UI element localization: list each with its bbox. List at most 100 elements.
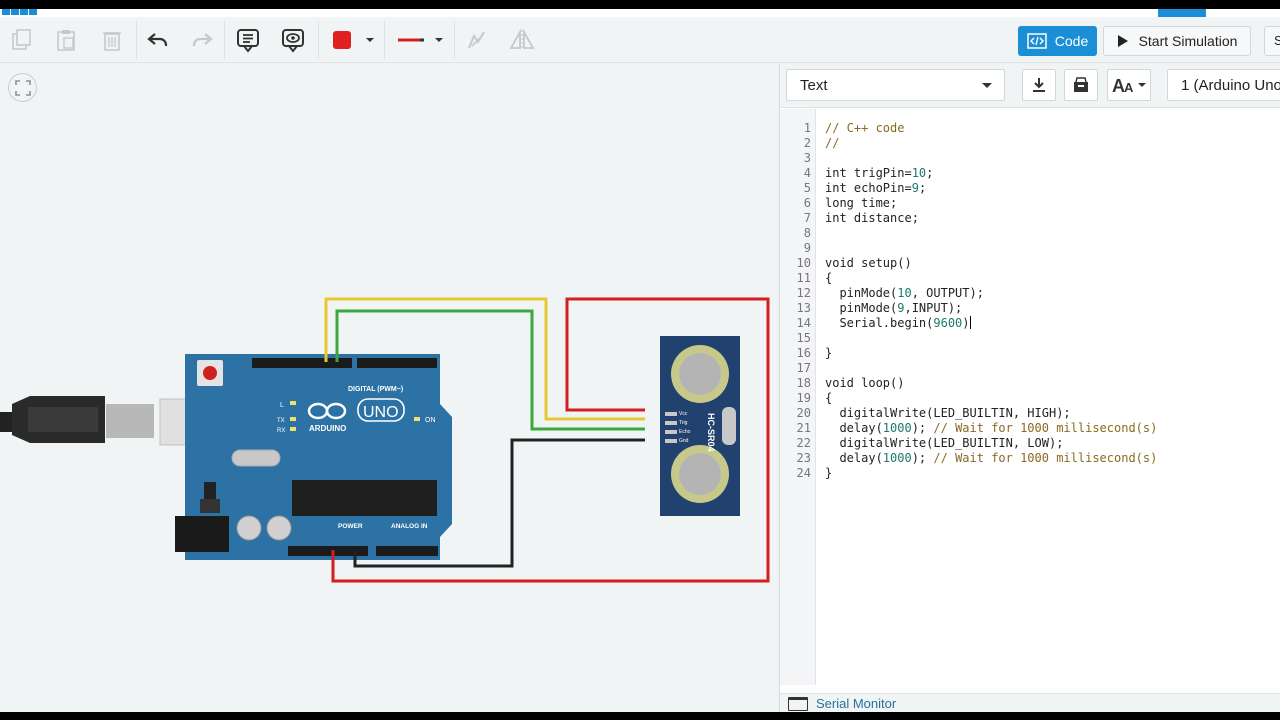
code-line[interactable]: 9 — [780, 241, 1280, 256]
library-icon — [1074, 77, 1088, 92]
line-number: 3 — [803, 151, 811, 165]
code-line[interactable]: 15 — [780, 331, 1280, 346]
usb-cable[interactable] — [0, 396, 211, 446]
paste-icon[interactable] — [49, 23, 83, 57]
code-mode-dropdown[interactable]: Text — [786, 69, 1005, 101]
line-text: void setup() — [825, 256, 912, 270]
line-number: 14 — [796, 316, 811, 330]
line-number-gutter — [780, 109, 816, 685]
svg-text:A: A — [1124, 80, 1134, 95]
code-button[interactable]: Code — [1018, 26, 1097, 56]
code-line[interactable]: 20 digitalWrite(LED_BUILTIN, HIGH); — [780, 406, 1280, 421]
line-text: } — [825, 346, 833, 360]
serial-monitor-icon — [788, 697, 808, 711]
line-text: } — [825, 466, 833, 480]
code-line[interactable]: 7 int distance; — [780, 211, 1280, 226]
toolbar-divider — [136, 21, 137, 59]
line-text: // C++ code — [825, 121, 905, 135]
tinkercad-logo[interactable] — [2, 9, 42, 15]
line-text: int trigPin=10; — [825, 166, 934, 180]
line-text: long time; — [825, 196, 898, 210]
serial-monitor-bar[interactable]: Serial Monitor — [780, 693, 1280, 712]
device-dropdown[interactable]: 1 (Arduino Uno R3) — [1167, 69, 1280, 101]
send-to-button[interactable]: S — [1264, 26, 1280, 56]
code-line[interactable]: 12 pinMode(10, OUTPUT); — [780, 286, 1280, 301]
color-picker[interactable] — [325, 23, 377, 57]
flip-icon[interactable] — [505, 23, 539, 57]
code-line[interactable]: 11{ — [780, 271, 1280, 286]
line-number: 18 — [796, 376, 811, 390]
code-line[interactable]: 19{ — [780, 391, 1280, 406]
code-line[interactable]: 21 delay(1000); // Wait for 1000 millise… — [780, 421, 1280, 436]
chevron-down-icon — [982, 83, 992, 88]
code-line[interactable]: 4 int trigPin=10; — [780, 166, 1280, 181]
wire-trig[interactable] — [324, 297, 645, 421]
code-line[interactable]: 14 Serial.begin(9600) — [780, 316, 1280, 331]
code-line[interactable]: 13 pinMode(9,INPUT); — [780, 301, 1280, 316]
line-number: 13 — [796, 301, 811, 315]
toolbar-divider — [224, 21, 225, 59]
line-text: int echoPin=9; — [825, 181, 927, 195]
line-number: 1 — [803, 121, 811, 135]
hc-sr04-sensor[interactable]: HC-SR04 Vcc Trig Echo Gnd — [660, 336, 740, 516]
line-text: Serial.begin(9600) — [825, 316, 971, 330]
code-line[interactable]: 6 long time; — [780, 196, 1280, 211]
notes-icon[interactable] — [231, 23, 265, 57]
line-text: delay(1000); // Wait for 1000 millisecon… — [825, 451, 1158, 465]
line-number: 17 — [796, 361, 811, 375]
line-text: { — [825, 391, 833, 405]
line-text: digitalWrite(LED_BUILTIN, HIGH); — [825, 406, 1071, 420]
wire-vcc[interactable] — [331, 297, 770, 583]
line-number: 6 — [803, 196, 811, 210]
code-line[interactable]: 2// — [780, 136, 1280, 151]
line-number: 8 — [803, 226, 811, 240]
line-text: // — [825, 136, 840, 150]
sensor-pin-vcc: Vcc — [679, 411, 688, 417]
wire-echo[interactable] — [335, 309, 645, 431]
view-notes-icon[interactable] — [276, 23, 310, 57]
delete-icon[interactable] — [95, 23, 129, 57]
line-number: 20 — [796, 406, 811, 420]
undo-icon[interactable] — [141, 23, 175, 57]
copy-icon[interactable] — [5, 23, 39, 57]
code-line[interactable]: 1 // C++ code — [780, 121, 1280, 136]
code-panel-header: Text AA 1 (Arduino Uno R3) — [780, 64, 1280, 108]
toolbar-divider — [318, 21, 319, 59]
toolbar-divider — [454, 21, 455, 59]
circuit-canvas[interactable]: DIGITAL (PWM~) ARDUINO ON L TX RX POWER … — [0, 64, 779, 712]
download-button[interactable] — [1022, 69, 1056, 101]
code-line[interactable]: 8 — [780, 226, 1280, 241]
active-top-tab[interactable] — [1158, 9, 1206, 17]
line-number: 4 — [803, 166, 811, 180]
sensor-pin-echo: Echo — [679, 429, 691, 435]
rotate-icon[interactable] — [459, 23, 493, 57]
libraries-button[interactable] — [1064, 69, 1098, 101]
line-text: int distance; — [825, 211, 919, 225]
fit-view-icon — [14, 79, 31, 96]
code-line[interactable]: 16} — [780, 346, 1280, 361]
code-mode-label: Text — [800, 77, 828, 94]
code-line[interactable]: 24} — [780, 466, 1280, 481]
line-number: 23 — [796, 451, 811, 465]
toolbar-divider — [384, 21, 385, 59]
play-icon — [1117, 35, 1128, 47]
wire-style-picker[interactable] — [392, 23, 450, 57]
line-number: 7 — [803, 211, 811, 225]
fit-view-button[interactable] — [8, 73, 37, 102]
code-line[interactable]: 23 delay(1000); // Wait for 1000 millise… — [780, 451, 1280, 466]
code-line[interactable]: 3 — [780, 151, 1280, 166]
arduino-uno-board[interactable]: DIGITAL (PWM~) ARDUINO ON L TX RX POWER … — [175, 354, 452, 560]
redo-icon[interactable] — [185, 23, 219, 57]
start-simulation-button[interactable]: Start Simulation — [1103, 26, 1251, 56]
wire-gnd[interactable] — [353, 438, 645, 568]
line-number: 11 — [796, 271, 811, 285]
digital-label: DIGITAL (PWM~) — [348, 386, 403, 393]
code-line[interactable]: 17 — [780, 361, 1280, 376]
code-line[interactable]: 22 digitalWrite(LED_BUILTIN, LOW); — [780, 436, 1280, 451]
line-number: 22 — [796, 436, 811, 450]
